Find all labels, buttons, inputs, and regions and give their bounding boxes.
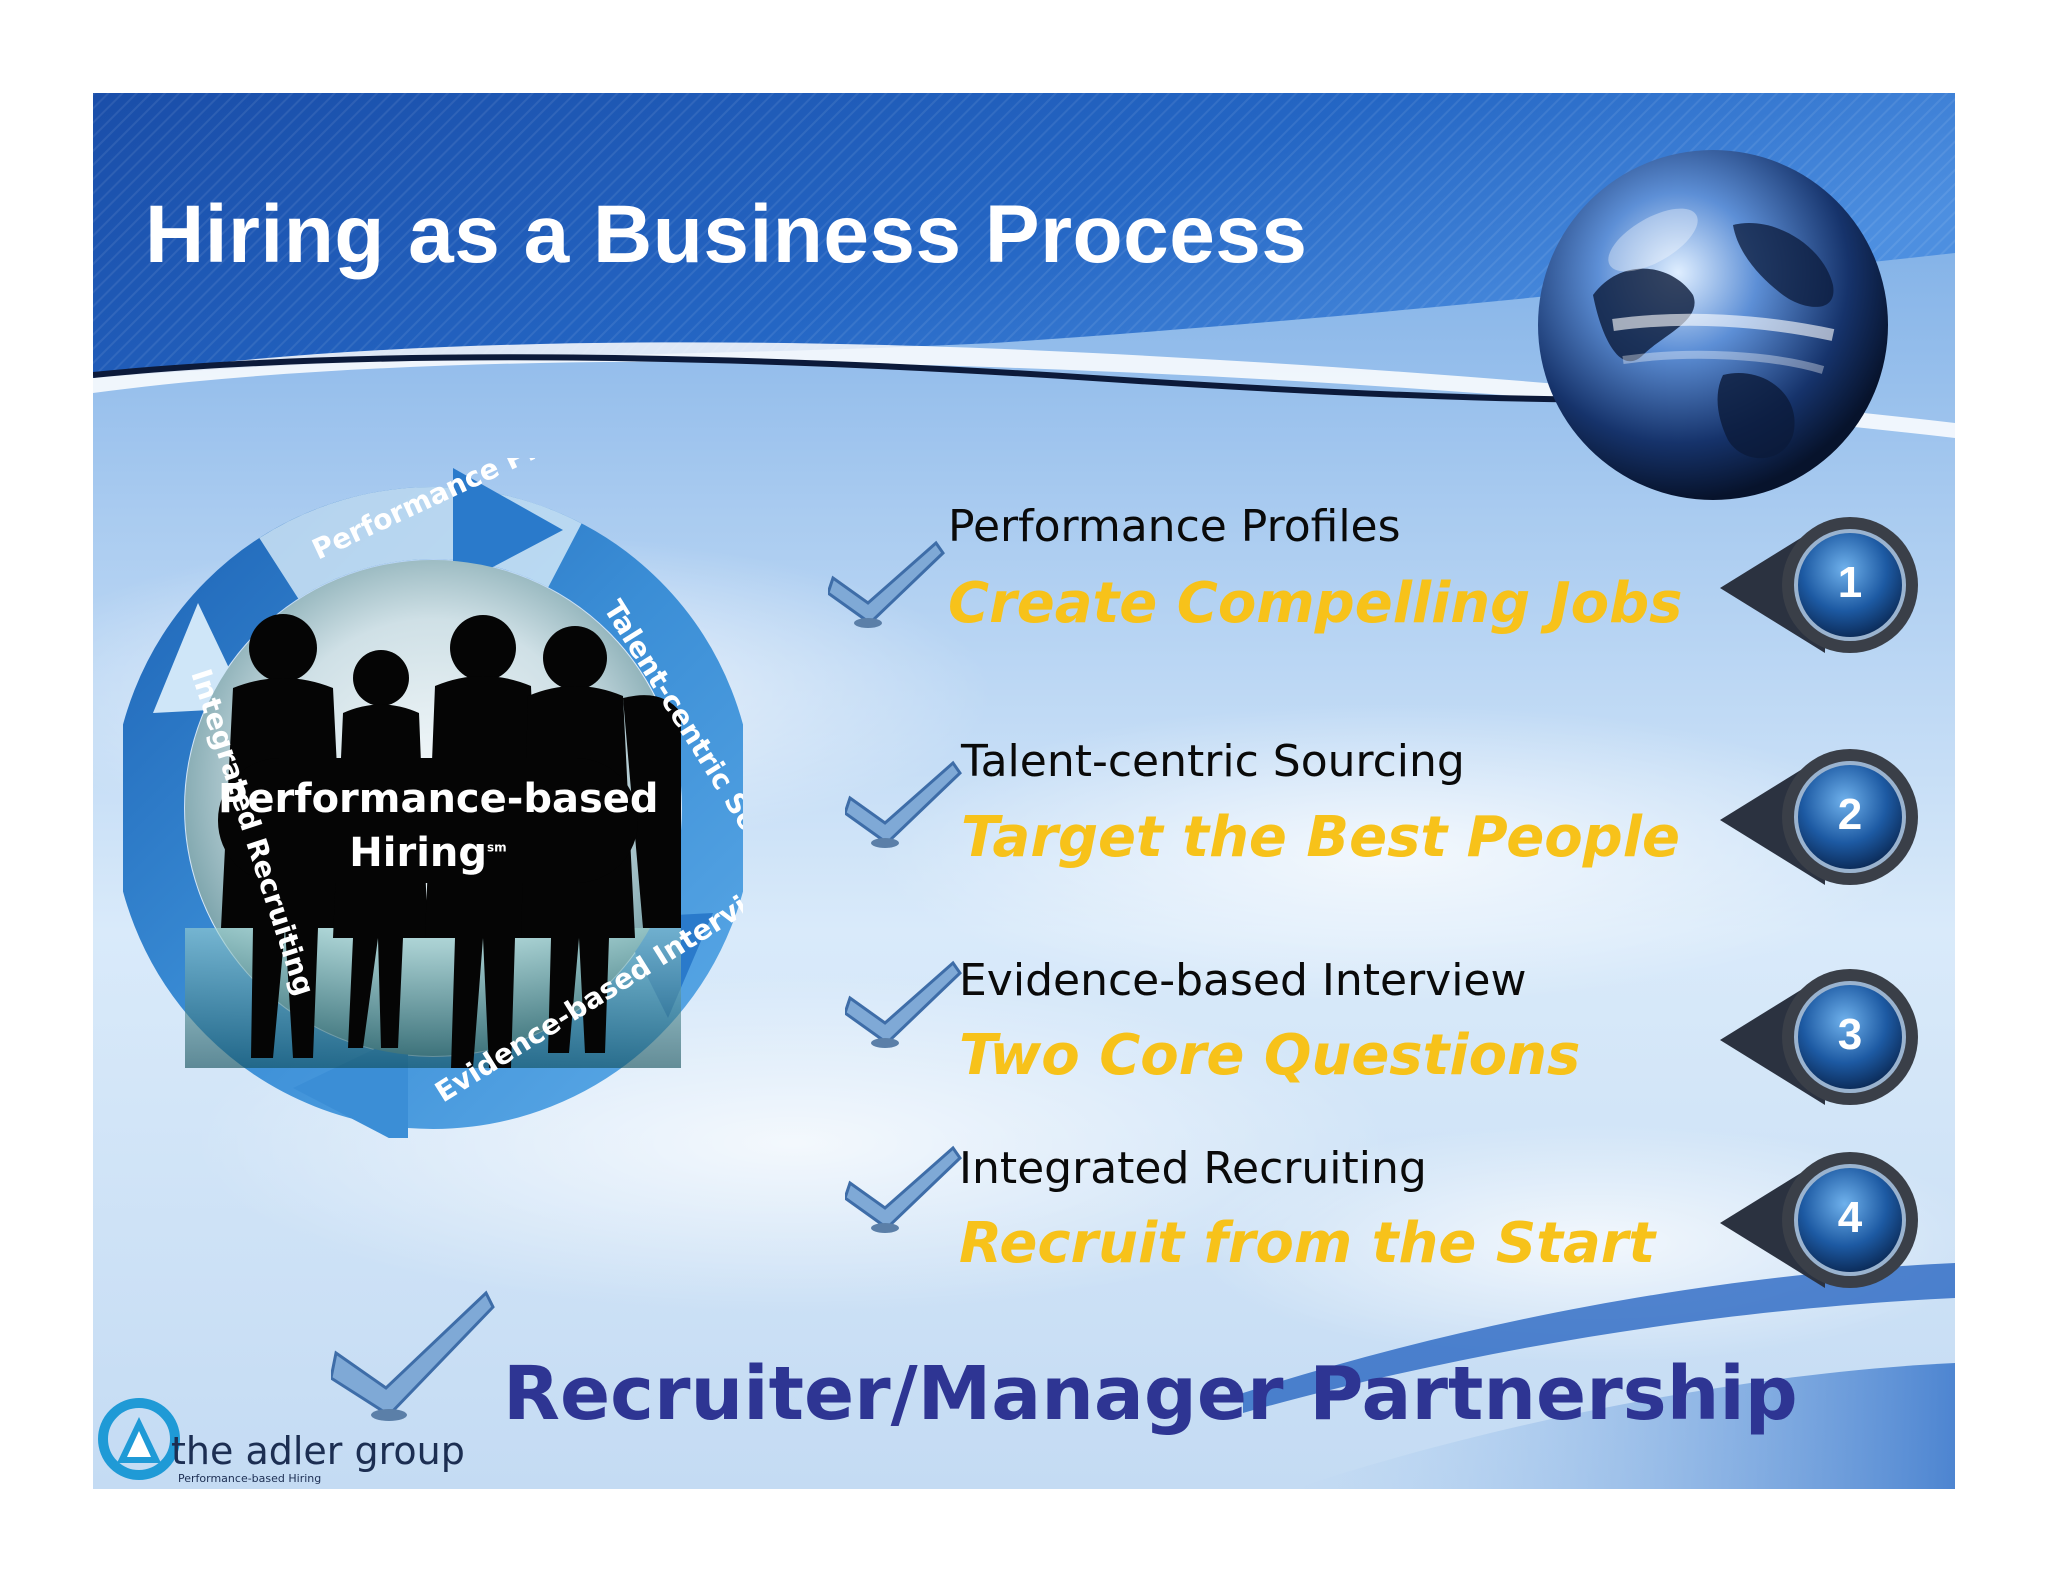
checkmark-icon: [845, 760, 962, 848]
step-2-badge: 2: [1715, 745, 1930, 895]
globe-icon: [1538, 150, 1888, 500]
checkmark-icon: [845, 960, 962, 1048]
step-1-number: 1: [1837, 558, 1863, 607]
step-3-subtitle: Two Core Questions: [959, 1023, 1581, 1088]
step-3-number: 3: [1837, 1010, 1863, 1059]
slide-title: Hiring as a Business Process: [145, 189, 1308, 280]
cycle-diagram: Performance Profiles Talent-centric Sour…: [123, 458, 743, 1138]
step-2-title: Talent-centric Sourcing: [961, 736, 1465, 787]
step-4-badge: 4: [1715, 1148, 1930, 1298]
center-label-line2: Hiringsm: [218, 830, 638, 876]
step-1-subtitle: Create Compelling Jobs: [948, 571, 1683, 636]
center-label-line1: Performance-based: [218, 776, 659, 822]
step-1-title: Performance Profiles: [948, 501, 1401, 552]
step-3-badge: 3: [1715, 965, 1930, 1115]
arrow-badge-icon: [1720, 517, 1918, 653]
cycle-ring: Performance Profiles Talent-centric Sour…: [123, 458, 743, 1138]
footer-partnership: Recruiter/Manager Partnership: [503, 1351, 1798, 1437]
arrow-badge-icon: [1720, 969, 1918, 1105]
step-2-subtitle: Target the Best People: [961, 805, 1680, 870]
service-mark: sm: [487, 840, 507, 855]
checkmark-icon: [828, 540, 945, 628]
step-1-badge: 1: [1715, 513, 1930, 663]
logo-icon: [98, 1398, 180, 1480]
center-label-hiring: Hiring: [349, 830, 488, 876]
arrow-badge-icon: [1720, 749, 1918, 885]
logo-name: the adler group: [171, 1429, 465, 1473]
logo-tagline: Performance-based Hiring: [178, 1472, 322, 1485]
checkmark-icon: [331, 1290, 495, 1421]
step-4-number: 4: [1837, 1193, 1863, 1242]
checkmark-icon: [845, 1145, 962, 1233]
step-4-subtitle: Recruit from the Start: [959, 1211, 1656, 1276]
step-2-number: 2: [1837, 790, 1863, 839]
slide: Hiring as a Business Process: [93, 93, 1955, 1489]
step-4-title: Integrated Recruiting: [959, 1143, 1427, 1194]
cycle-arrowhead-top: [453, 468, 563, 588]
step-3-title: Evidence-based Interview: [959, 955, 1527, 1006]
arrow-badge-icon: [1720, 1152, 1918, 1288]
